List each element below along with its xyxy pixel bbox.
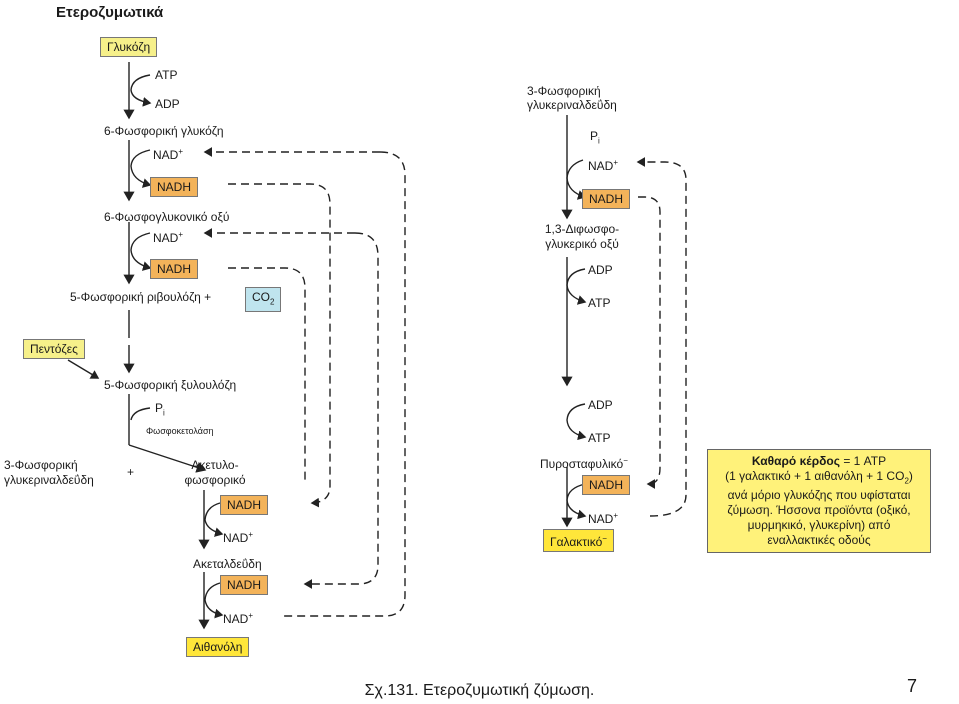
glucose-6-phosphate-label: 6-Φωσφορική γλυκόζη bbox=[104, 124, 224, 138]
nad-right-label: NAD+ bbox=[588, 511, 619, 526]
adp-right-label: ADP bbox=[588, 263, 613, 277]
co2-box: CO2 bbox=[245, 287, 282, 313]
net-gain-line2: (1 γαλακτικό + 1 αιθανόλη + 1 CO2) bbox=[725, 469, 913, 486]
net-gain-line1: Καθαρό κέρδος = 1 ATP bbox=[751, 454, 887, 468]
nad-label: NAD+ bbox=[153, 230, 184, 245]
ethanol-box: Αιθανόλη bbox=[186, 637, 250, 657]
adp-right-label: ADP bbox=[588, 398, 613, 412]
page-number: 7 bbox=[907, 676, 918, 696]
nad-label: NAD+ bbox=[153, 147, 184, 162]
net-gain-line4: ζύμωση. Ήσσονα προϊόντα (οξικό, bbox=[727, 503, 911, 518]
atp-label: ATP bbox=[155, 68, 178, 82]
net-gain-box: Καθαρό κέρδος = 1 ATP (1 γαλακτικό + 1 α… bbox=[707, 449, 931, 553]
nad-label: NAD+ bbox=[223, 611, 254, 626]
g3p-right-line2: γλυκεριναλδεΰδη bbox=[527, 98, 617, 112]
atp-right-label: ATP bbox=[588, 431, 611, 445]
xylulose-5-phosphate-label: 5-Φωσφορική ξυλουλόζη bbox=[104, 378, 237, 392]
adp-label: ADP bbox=[155, 97, 180, 111]
ribulose-5-phosphate-label: 5-Φωσφορική ριβουλόζη + bbox=[70, 290, 212, 304]
acetylphosphate-label-line2: φωσφορικό bbox=[184, 473, 246, 487]
atp-right-label: ATP bbox=[588, 296, 611, 310]
nad-label: NAD+ bbox=[223, 530, 254, 545]
bpg-label-line1: 1,3-Διφωσφο- bbox=[544, 222, 620, 236]
net-gain-line5: μυρμηκικό, γλυκερίνη) από bbox=[747, 518, 891, 533]
net-gain-label: Καθαρό κέρδος bbox=[751, 454, 840, 468]
phosphoketolase-label: Φωσφοκετολάση bbox=[146, 426, 214, 436]
net-gain-line6: εναλλακτικές οδούς bbox=[767, 533, 871, 548]
g3p-label-line1: 3-Φωσφορική bbox=[4, 458, 78, 472]
glucose-box: Γλυκόζη bbox=[100, 37, 158, 57]
net-gain-line3: ανά μόριο γλυκόζης που υφίσταται bbox=[727, 488, 911, 503]
acetaldehyde-label: Ακεταλδεΰδη bbox=[193, 557, 262, 571]
nadh-right-box: NADH bbox=[582, 189, 631, 209]
phosphogluconate-label: 6-Φωσφογλυκονικό οξύ bbox=[104, 210, 230, 224]
pentoses-box: Πεντόζες bbox=[23, 339, 85, 359]
pi-right-label: Pi bbox=[590, 129, 600, 146]
plus-sign: + bbox=[127, 465, 135, 479]
acetylphosphate-label-line1: Ακετυλο- bbox=[191, 458, 239, 472]
bpg-label-line2: γλυκερικό οξύ bbox=[545, 237, 619, 251]
g3p-right-line1: 3-Φωσφορική bbox=[527, 84, 601, 98]
nadh-box: NADH bbox=[150, 177, 199, 197]
g3p-label-line2: γλυκεριναλδεΰδη bbox=[4, 473, 94, 487]
pyruvate-label: Πυροσταφυλικό− bbox=[540, 456, 628, 471]
nadh-box: NADH bbox=[220, 575, 269, 595]
nadh-box: NADH bbox=[150, 259, 199, 279]
lactate-box: Γαλακτικό− bbox=[543, 529, 614, 552]
nad-right-label: NAD+ bbox=[588, 158, 619, 173]
pi-label: Pi bbox=[155, 401, 165, 418]
figure-caption: Σχ.131. Ετεροζυμωτική ζύμωση. bbox=[364, 682, 595, 699]
nadh-right-box: NADH bbox=[582, 475, 631, 495]
nadh-box: NADH bbox=[220, 495, 269, 515]
diagram-title: Ετεροζυμωτικά bbox=[56, 4, 164, 21]
